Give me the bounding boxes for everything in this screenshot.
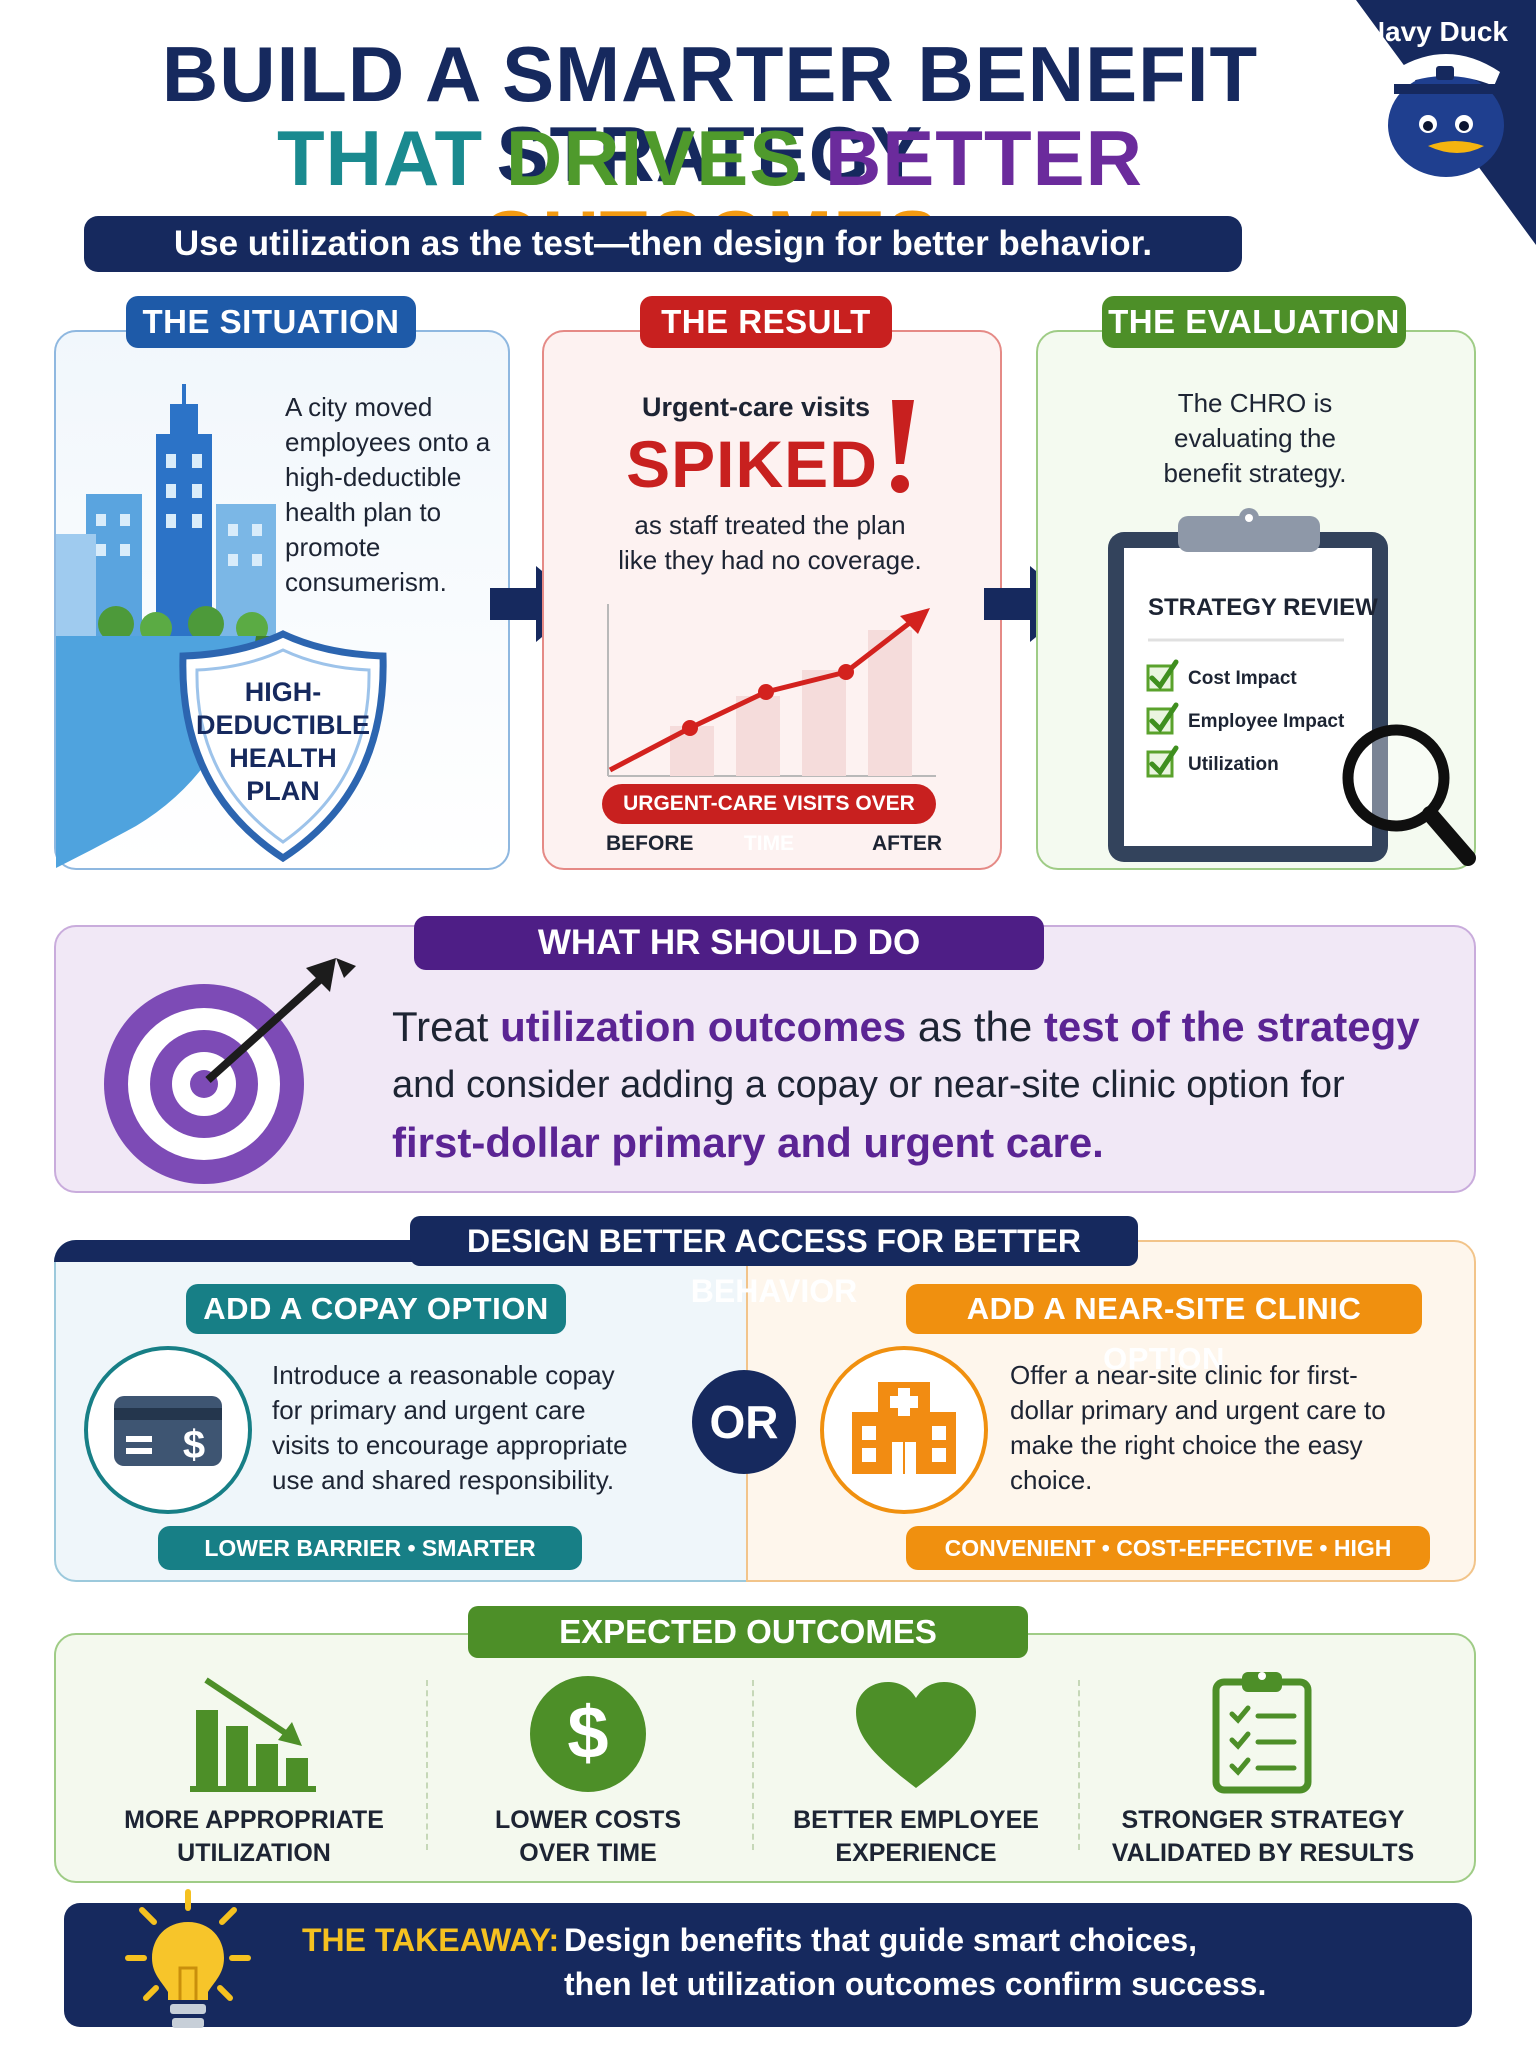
situation-label: THE SITUATION <box>126 296 416 348</box>
svg-text:$: $ <box>567 1691 608 1774</box>
outcome-label: STRONGER STRATEGY VALIDATED BY RESULTS <box>1100 1804 1426 1870</box>
hr-highlight: utilization outcomes <box>500 1003 907 1050</box>
outcome-divider <box>1078 1680 1080 1850</box>
shield-line: HEALTH <box>229 743 337 773</box>
clinic-label: ADD A NEAR-SITE CLINIC OPTION <box>906 1284 1422 1376</box>
copay-label: ADD A COPAY OPTION <box>186 1284 566 1334</box>
clipboard-review-icon <box>1108 508 1476 866</box>
outcomes-label: EXPECTED OUTCOMES <box>468 1606 1028 1658</box>
takeaway-bar <box>64 1903 1472 2027</box>
clinic-text: Offer a near-site clinic for first-dolla… <box>1010 1360 1386 1495</box>
outcome-divider <box>752 1680 754 1850</box>
brand-corner: Navy Duck <box>1296 0 1536 245</box>
outcome-line: OVER TIME <box>519 1839 657 1867</box>
shield-icon <box>179 630 387 862</box>
clinic-tag: CONVENIENT • COST-EFFECTIVE • HIGH VALUE <box>906 1526 1430 1605</box>
or-badge: OR <box>692 1370 796 1474</box>
outcome-line: MORE APPROPRIATE <box>124 1806 384 1834</box>
copay-text: Introduce a reasonable copay for primary… <box>272 1360 628 1495</box>
page-title-line1: BUILD A SMARTER BENEFIT STRATEGY <box>161 30 1259 198</box>
brand-name: Navy Duck <box>1364 16 1508 47</box>
takeaway-label: THE TAKEAWAY: <box>302 1922 560 1958</box>
section-accent-bar <box>54 1240 414 1262</box>
shield-line: PLAN <box>246 776 320 806</box>
hr-text: Treat utilization outcomes as the test o… <box>392 998 1452 1172</box>
review-title: STRATEGY REVIEW <box>1148 594 1378 621</box>
before-label: BEFORE <box>606 832 694 855</box>
outcome-line: EXPERIENCE <box>835 1839 997 1867</box>
clinic-building-icon <box>820 1346 988 1514</box>
subtitle-bar: Use utilization as the test—then design … <box>84 216 1242 272</box>
outcome-divider <box>426 1680 428 1850</box>
chart-label: URGENT-CARE VISITS OVER TIME <box>602 784 936 855</box>
hr-seg: as the <box>906 1003 1044 1050</box>
outcome-line: UTILIZATION <box>177 1839 331 1867</box>
title-word-that: THAT <box>277 114 506 202</box>
hr-label: WHAT HR SHOULD DO <box>414 916 1044 970</box>
shield-line: HIGH- <box>244 677 322 707</box>
evaluation-text: The CHRO is evaluating the benefit strat… <box>1163 388 1347 488</box>
duck-mascot-icon <box>1388 54 1504 177</box>
heart-icon <box>856 1682 976 1788</box>
spiked-text: SPIKED <box>626 427 878 501</box>
outcome-label: MORE APPROPRIATE UTILIZATION <box>104 1804 404 1870</box>
copay-tag: LOWER BARRIER • SMARTER CHOICES <box>158 1526 582 1605</box>
result-label: THE RESULT <box>640 296 892 348</box>
check-utilization: Utilization <box>1188 754 1279 775</box>
result-line1: Urgent-care visits <box>641 392 871 422</box>
exclamation-icon <box>891 400 914 493</box>
hr-line1: Treat utilization outcomes as the test o… <box>392 998 1452 1056</box>
result-line2: as staff treated the plan <box>634 510 906 540</box>
hr-line3: first-dollar primary and urgent care. <box>392 1119 1104 1166</box>
dollar-coin-icon: $ <box>530 1676 646 1792</box>
design-label: DESIGN BETTER ACCESS FOR BETTER BEHAVIOR <box>410 1216 1138 1309</box>
takeaway-line2: then let utilization outcomes confirm su… <box>564 1966 1267 2002</box>
clipboard-checklist-icon <box>1212 1672 1312 1794</box>
svg-text:$: $ <box>183 1423 205 1467</box>
hr-seg: Treat <box>392 1003 501 1050</box>
check-cost-impact: Cost Impact <box>1188 668 1297 689</box>
brand-ribbon <box>1356 0 1536 245</box>
shield-line: DEDUCTIBLE <box>196 710 370 740</box>
hr-line2: and consider adding a copay or near-site… <box>392 1064 1345 1106</box>
outcome-line: STRONGER STRATEGY <box>1121 1806 1405 1834</box>
outcome-line: BETTER EMPLOYEE <box>793 1806 1039 1834</box>
spike-line-chart <box>607 604 936 777</box>
takeaway-line1: Design benefits that guide smart choices… <box>564 1922 1198 1958</box>
lightbulb-icon <box>125 1889 251 2028</box>
hr-highlight: test of the strategy <box>1043 1003 1420 1050</box>
result-line3: like they had no coverage. <box>618 545 922 575</box>
outcome-label: BETTER EMPLOYEE EXPERIENCE <box>766 1804 1066 1870</box>
outcome-label: LOWER COSTS OVER TIME <box>438 1804 738 1870</box>
evaluation-label: THE EVALUATION <box>1102 296 1406 348</box>
check-employee-impact: Employee Impact <box>1188 711 1345 732</box>
outcome-line: LOWER COSTS <box>494 1806 682 1834</box>
situation-text: A city moved employees onto a high-deduc… <box>285 392 491 597</box>
target-icon <box>104 958 356 1184</box>
shield-text: HIGH- DEDUCTIBLE HEALTH PLAN <box>183 676 383 808</box>
outcome-line: VALIDATED BY RESULTS <box>1111 1839 1415 1867</box>
bar-chart-down-icon <box>190 1677 316 1792</box>
after-label: AFTER <box>872 832 942 855</box>
title-word-drives: DRIVES <box>505 114 825 202</box>
payment-card-icon: $ <box>84 1346 252 1514</box>
title-word-better: BETTER <box>824 114 1143 202</box>
